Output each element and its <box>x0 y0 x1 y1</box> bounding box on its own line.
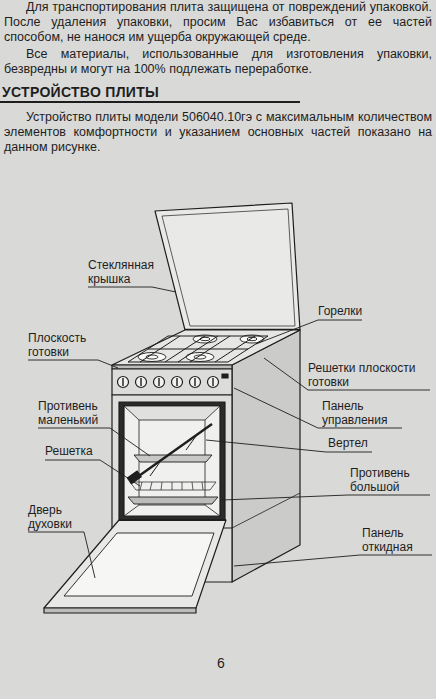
leader-lines <box>28 287 432 578</box>
callout-label: Дверь духовки <box>28 503 98 531</box>
callout-label: Противень маленький <box>38 399 118 427</box>
callout-label: Стеклянная крышка <box>88 258 168 286</box>
callout-label: Плоскость готовки <box>28 331 98 359</box>
callout-label: Вертел <box>328 436 398 450</box>
callout-label: Панель управления <box>322 399 402 427</box>
section-heading: УСТРОЙСТВО ПЛИТЫ <box>2 84 302 100</box>
callout-label: Панель откидная <box>362 526 432 554</box>
heading-rule <box>0 102 300 103</box>
body-text: Для транспортирования плита защищена от … <box>4 0 432 45</box>
page-number: 6 <box>206 655 236 671</box>
callout-label: Решетка <box>45 444 115 458</box>
body-text: Устройство плиты модели 506040.10гэ с ма… <box>4 110 432 155</box>
callout-label: Решетки плоскости готовки <box>308 361 430 389</box>
callout-label: Противень большой <box>350 466 430 494</box>
callout-label: Горелки <box>318 304 388 318</box>
body-text: Все материалы, использованные для изгото… <box>4 47 432 77</box>
